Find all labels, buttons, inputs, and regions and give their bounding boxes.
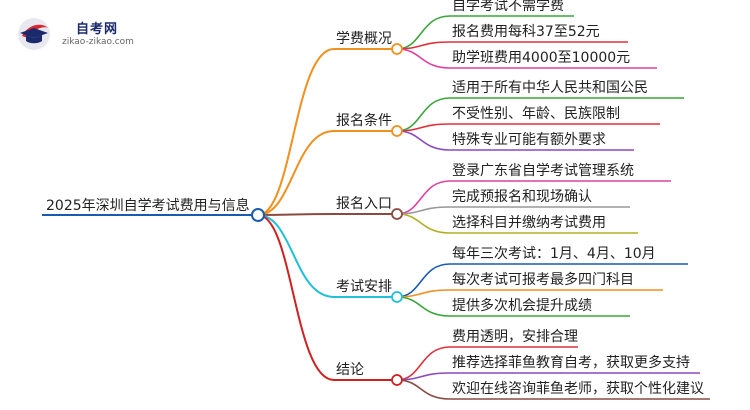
branch-node bbox=[391, 208, 403, 220]
logo-subtitle: zikao-zikao.com bbox=[62, 37, 134, 47]
branch-connector bbox=[257, 213, 335, 216]
leaf-label: 每年三次考试：1月、4月、10月 bbox=[452, 246, 656, 262]
leaf-connector bbox=[396, 41, 451, 50]
leaf-connector bbox=[396, 97, 451, 132]
leaf-label: 不受性别、年龄、民族限制 bbox=[452, 106, 620, 122]
leaf-connector bbox=[396, 213, 451, 234]
leaf-connector bbox=[396, 130, 451, 151]
leaf-label: 报名费用每科37至52元 bbox=[452, 24, 600, 40]
branch-node bbox=[391, 125, 403, 137]
leaf-connector bbox=[396, 379, 451, 400]
leaf-label: 费用透明，安排合理 bbox=[452, 329, 578, 345]
graduation-cap-icon bbox=[18, 18, 50, 50]
leaf-label: 特殊专业可能有额外要求 bbox=[452, 132, 606, 148]
leaf-connector bbox=[396, 206, 451, 215]
logo-title: 自考网 bbox=[76, 22, 119, 37]
root-node bbox=[251, 208, 265, 222]
branch-label: 考试安排 bbox=[336, 279, 392, 295]
branch-connector bbox=[257, 214, 335, 298]
leaf-label: 助学班费用4000至10000元 bbox=[452, 50, 630, 66]
leaf-connector bbox=[396, 372, 451, 381]
leaf-label: 推荐选择菲鱼教育自考，获取更多支持 bbox=[452, 354, 690, 371]
leaf-label: 欢迎在线咨询菲鱼老师，获取个性化建议 bbox=[452, 380, 704, 397]
leaf-connector bbox=[396, 296, 451, 317]
branch-node bbox=[391, 374, 403, 386]
branch-connector bbox=[257, 130, 335, 216]
branch-node bbox=[391, 43, 403, 55]
leaf-label: 适用于所有中华人民共和国公民 bbox=[452, 80, 648, 96]
branch-label: 学费概况 bbox=[336, 31, 392, 47]
branch-connector bbox=[257, 214, 335, 381]
leaf-label: 提供多次机会提升成绩 bbox=[452, 297, 592, 314]
leaf-connector bbox=[396, 15, 451, 50]
root-label: 2025年深圳自学考试费用与信息 bbox=[46, 197, 250, 214]
leaf-label: 每次考试可报考最多四门科目 bbox=[452, 271, 634, 288]
leaf-label: 完成预报名和现场确认 bbox=[452, 189, 592, 205]
leaf-connector bbox=[396, 180, 451, 215]
leaf-connector bbox=[396, 289, 451, 298]
leaf-connector bbox=[396, 346, 451, 381]
logo: 自考网 zikao-zikao.com bbox=[14, 14, 174, 54]
leaf-connector bbox=[396, 263, 451, 298]
branch-connector bbox=[257, 48, 335, 216]
branch-node bbox=[391, 291, 403, 303]
branch-label: 报名条件 bbox=[336, 112, 392, 129]
leaf-label: 自学考试不需学费 bbox=[452, 0, 564, 14]
leaf-label: 选择科目并缴纳考试费用 bbox=[452, 215, 606, 231]
branch-label: 结论 bbox=[336, 362, 364, 378]
leaf-label: 登录广东省自学考试管理系统 bbox=[452, 163, 634, 179]
leaf-connector bbox=[396, 48, 451, 69]
leaf-connector bbox=[396, 123, 451, 132]
branch-label: 报名入口 bbox=[336, 196, 392, 212]
